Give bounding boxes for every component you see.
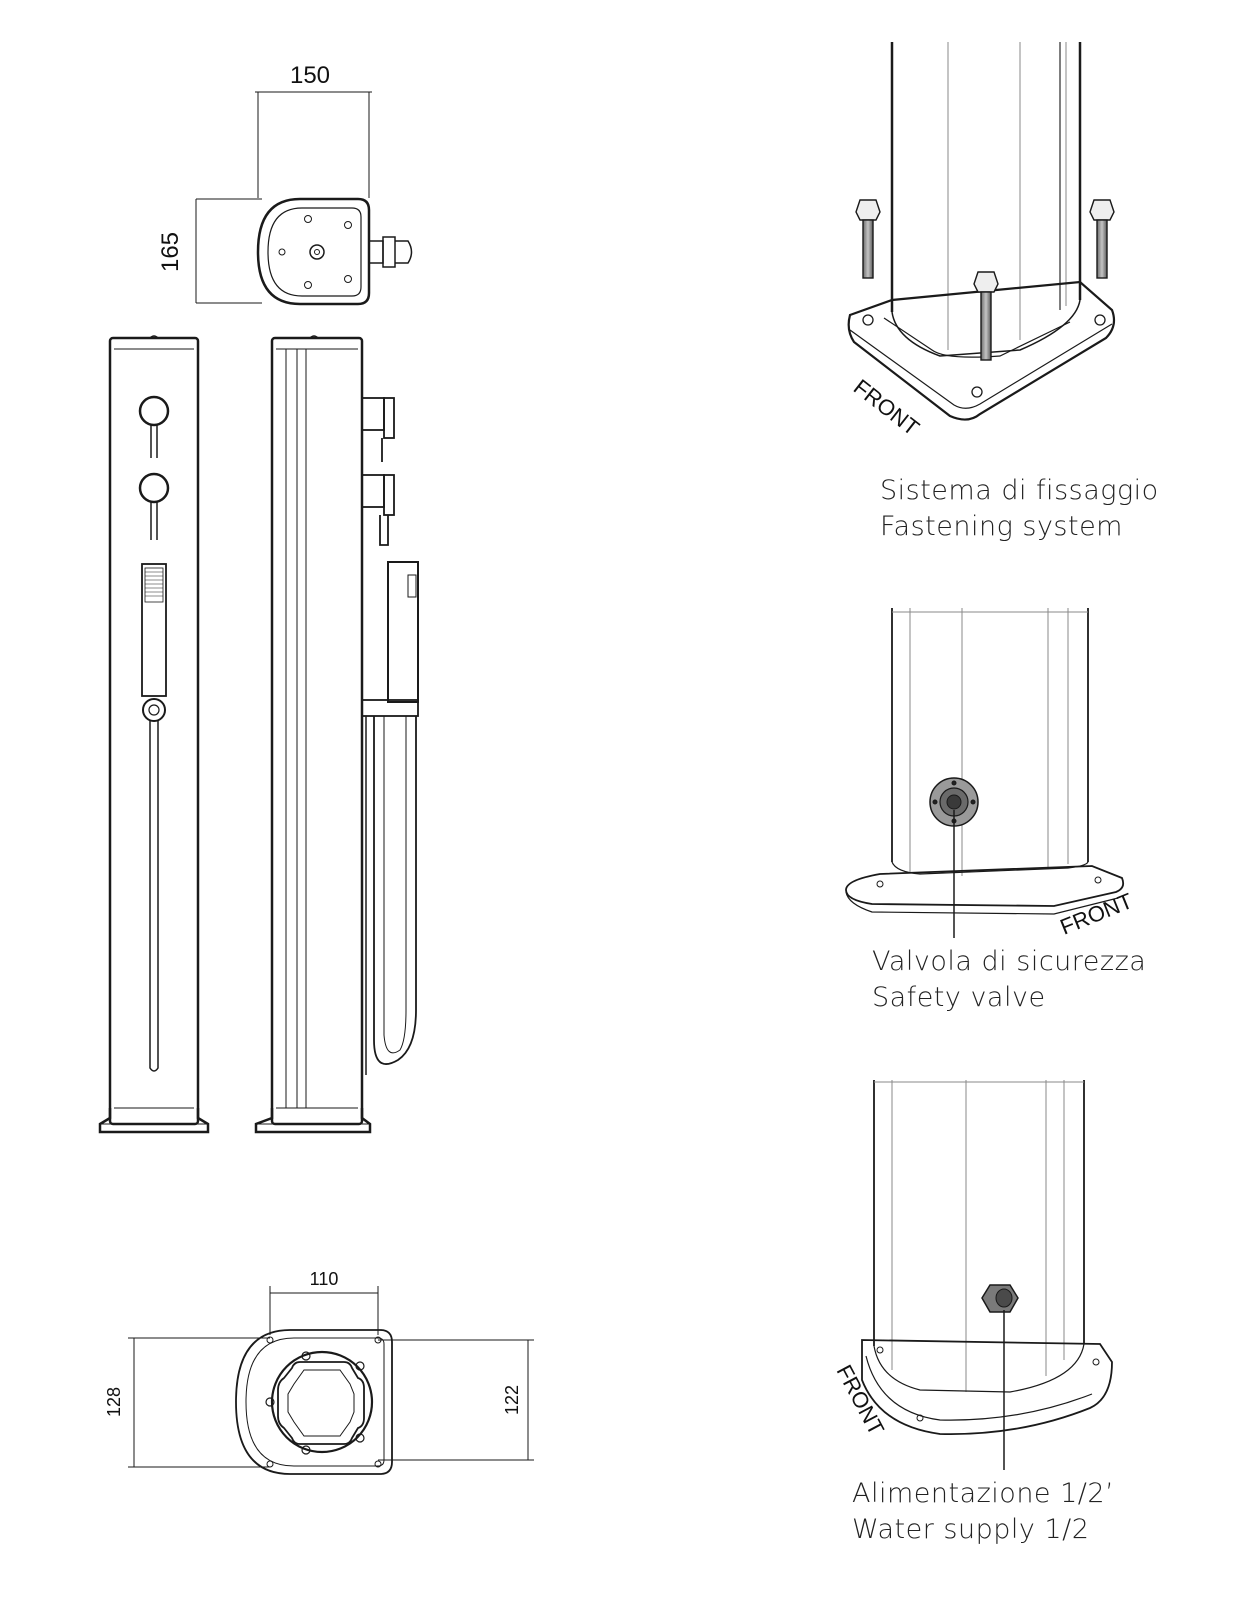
top-view bbox=[195, 91, 413, 306]
dimension-top-depth: 165 bbox=[157, 232, 184, 272]
fastening-detail bbox=[847, 42, 1116, 421]
base-plan bbox=[128, 1286, 534, 1475]
valve-caption: Valvola di sicurezza Safety valve bbox=[872, 944, 1146, 1016]
front-label-fastening: FRONT bbox=[849, 374, 924, 440]
valve-caption-en: Safety valve bbox=[872, 982, 1046, 1013]
side-elevation bbox=[254, 335, 419, 1134]
supply-caption-it: Alimentazione 1/2’ bbox=[852, 1478, 1115, 1509]
fastening-caption-en: Fastening system bbox=[880, 511, 1123, 542]
dimension-base-inner-width: 110 bbox=[310, 1269, 339, 1289]
dimension-base-depth-outer: 128 bbox=[104, 1387, 124, 1417]
supply-caption: Alimentazione 1/2’ Water supply 1/2 bbox=[852, 1476, 1114, 1548]
supply-caption-en: Water supply 1/2 bbox=[852, 1514, 1090, 1545]
fastening-caption-it: Sistema di fissaggio bbox=[880, 475, 1159, 506]
dimension-base-depth-inner: 122 bbox=[502, 1385, 522, 1415]
front-elevation bbox=[98, 335, 210, 1134]
safety-valve-detail bbox=[845, 608, 1125, 938]
water-supply-detail bbox=[861, 1080, 1113, 1470]
front-label-supply: FRONT bbox=[832, 1361, 890, 1440]
valve-caption-it: Valvola di sicurezza bbox=[872, 946, 1147, 977]
dimension-top-width: 150 bbox=[290, 62, 330, 89]
fastening-caption: Sistema di fissaggio Fastening system bbox=[880, 473, 1159, 545]
